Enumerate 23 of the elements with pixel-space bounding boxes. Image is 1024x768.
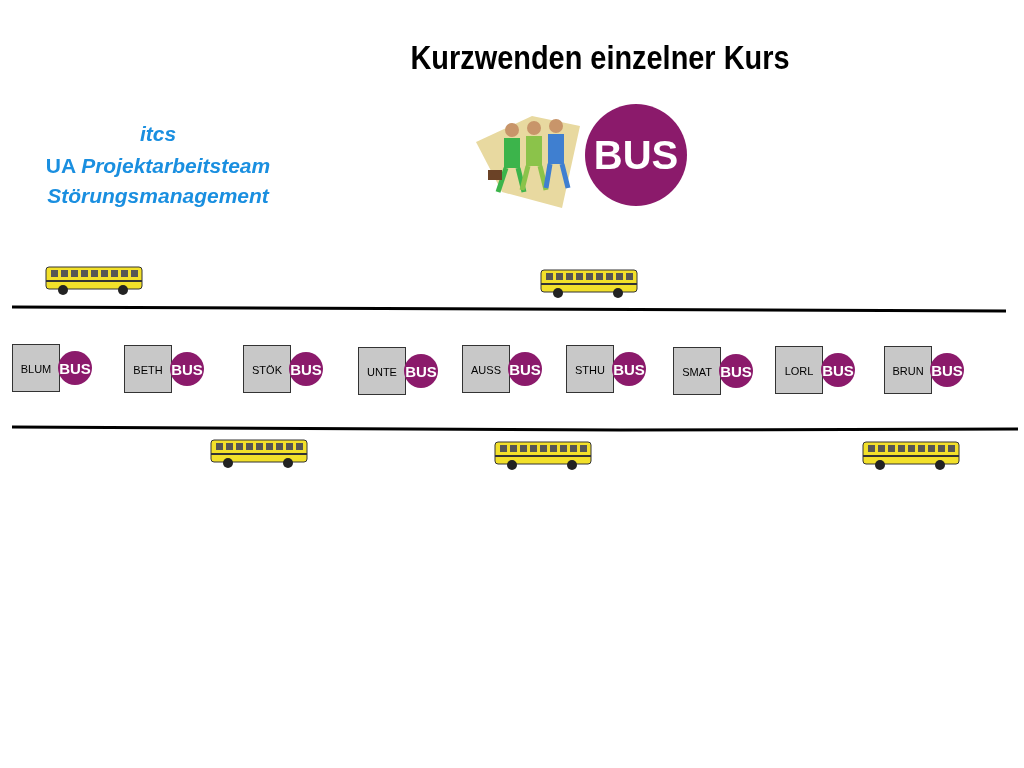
bus-stop-sign: BUS [719,354,753,388]
bus-stop-sign: BUS [170,352,204,386]
bus-stop-sign: BUS [612,352,646,386]
bus-stop-sign: BUS [930,353,964,387]
bus-stop-sign: BUS [821,353,855,387]
stop-box: BRUN [884,346,932,394]
stop-box: BLUM [12,344,60,392]
stop-box: BETH [124,345,172,393]
stop-box: SMAT [673,347,721,395]
bus-stop-sign: BUS [404,354,438,388]
stop-box: AUSS [462,345,510,393]
stop-box: STHU [566,345,614,393]
header-text: Störungsmanagement [46,184,271,208]
bus-stop-sign: BUS [58,351,92,385]
stop-box: LORL [775,346,823,394]
bus-stop-sign: BUS [508,352,542,386]
stop-box: UNTE [358,347,406,395]
header-text: UA Projektarbeitsteam [44,154,272,178]
bus-stop-sign: BUS [585,104,687,206]
title: Kurzwenden einzelner Kurs [409,38,791,78]
bus-stop-sign: BUS [289,352,323,386]
header-text: itcs [138,122,178,146]
stop-box: STÖK [243,345,291,393]
